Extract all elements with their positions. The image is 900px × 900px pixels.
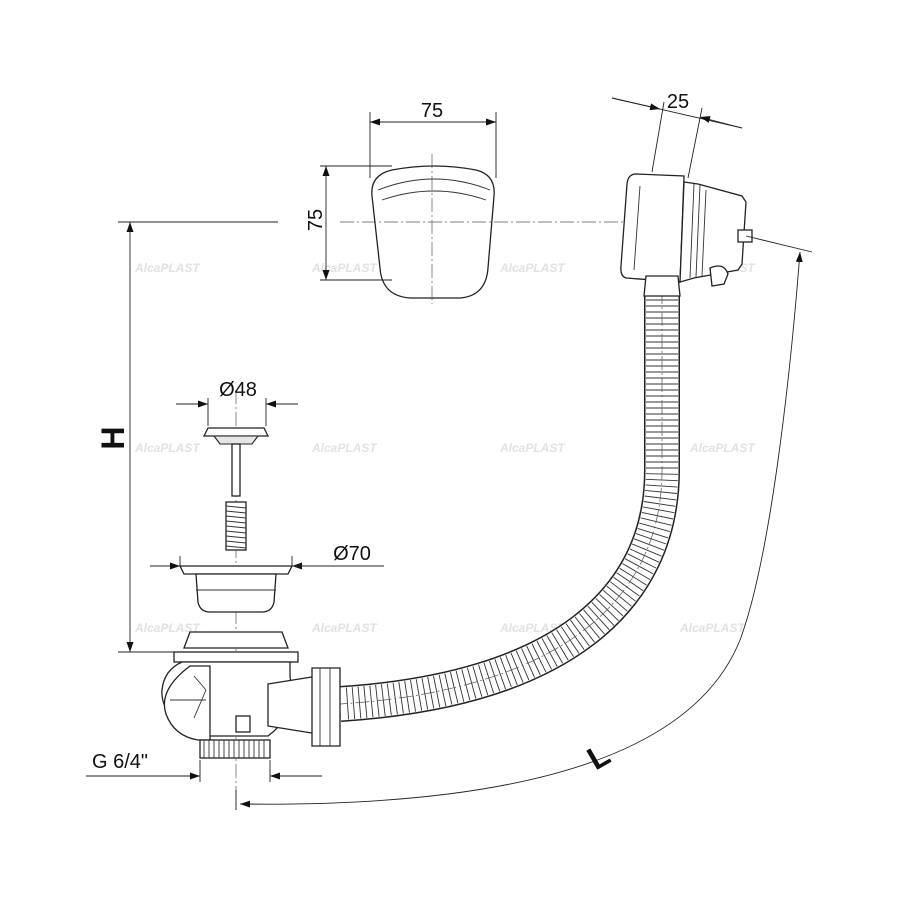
waste-thread-outlet	[199, 739, 271, 759]
waste-body: Ø70 G 6/4"	[86, 543, 384, 782]
overflow-height-label: 75	[305, 209, 327, 231]
watermark-logo: AlcaPLAST	[689, 441, 756, 455]
waste-outlet-elbow	[267, 675, 319, 735]
hose-centerline	[339, 290, 663, 705]
watermark-logo: AlcaPLAST	[499, 261, 566, 275]
waste-nut-top	[183, 631, 289, 649]
watermark-logo: AlcaPLAST	[311, 441, 378, 455]
watermark-logo: AlcaPLAST	[134, 261, 201, 275]
plug-stem	[231, 443, 241, 497]
extension-line	[651, 101, 665, 173]
overflow-clip	[709, 265, 729, 287]
length-label: L	[581, 736, 616, 777]
flexible-hose	[338, 275, 681, 722]
overflow-depth-label: 25	[667, 91, 689, 113]
overflow-head-side-view: 25	[611, 91, 753, 287]
plug-seal	[212, 435, 260, 445]
hose-waste-coupler	[311, 667, 341, 747]
ball-facet	[193, 689, 207, 719]
dim-arrow	[699, 116, 743, 129]
thread-size-label: G 6/4"	[92, 751, 148, 773]
watermark-logo: AlcaPLAST	[311, 621, 378, 635]
dim-arc-length	[239, 251, 803, 808]
waste-clip	[235, 715, 251, 733]
overflow-cap	[620, 173, 685, 283]
waste-diameter-label: Ø70	[333, 543, 371, 565]
hose-overflow-coupler	[643, 275, 681, 297]
overflow-width-label: 75	[421, 100, 443, 122]
ball-facet	[193, 675, 207, 691]
watermark-logo: AlcaPLAST	[134, 441, 201, 455]
watermark-logo: AlcaPLAST	[679, 621, 746, 635]
waste-strainer	[195, 573, 277, 613]
plug-diameter-label: Ø48	[219, 379, 257, 401]
waste-flange	[178, 565, 294, 575]
overflow-cover-inner-arc	[381, 190, 487, 201]
hose-body	[338, 290, 679, 721]
hose-outline	[338, 290, 680, 722]
watermark-logo: AlcaPLAST	[499, 441, 566, 455]
height-label: H	[95, 426, 131, 449]
plug-cap	[202, 427, 270, 437]
height-dimension: H	[95, 221, 278, 653]
waste-gasket	[173, 651, 299, 663]
extension-line	[687, 107, 703, 179]
overflow-nut	[737, 229, 753, 243]
hose-corrugation	[345, 293, 679, 720]
waste-ball	[163, 665, 211, 741]
watermark-logo: AlcaPLAST	[134, 621, 201, 635]
extension-line	[745, 235, 813, 253]
overflow-cover-top-arc	[377, 178, 491, 191]
dim-arrow	[611, 97, 661, 111]
watermark-logo: AlcaPLAST	[311, 261, 378, 275]
